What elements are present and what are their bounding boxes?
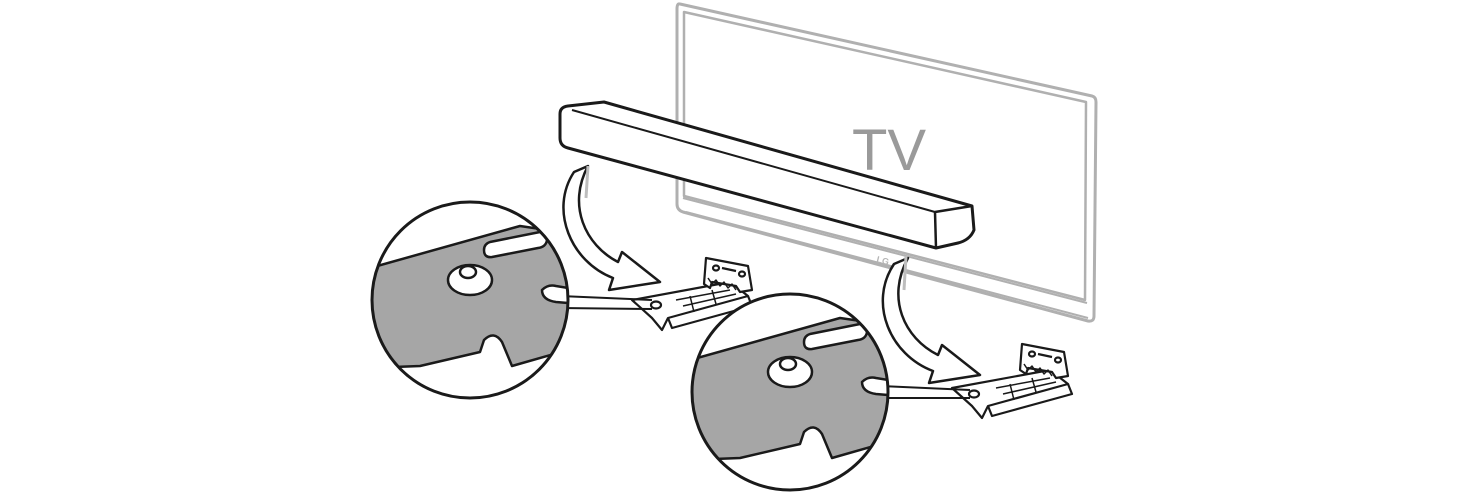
left-leader-line: [559, 295, 653, 310]
left-detail-magnifier: [370, 200, 570, 400]
sound-bar-end-face: [933, 204, 973, 249]
tv-bottom-bezel: [682, 197, 1088, 304]
sound-bar: [558, 100, 976, 250]
tv: [675, 2, 1098, 323]
right-bracket-hole: [967, 389, 981, 399]
sound-bar-top-edge: [571, 109, 936, 213]
tv-label: TV: [852, 118, 926, 183]
left-detail-screw-head: [458, 264, 478, 280]
left-detail-notch: [540, 284, 568, 306]
right-wall-bracket: [950, 342, 1074, 420]
right-detail-magnifier: [690, 292, 890, 492]
leader-lines: [559, 295, 971, 399]
tv-bottom-edge: [685, 211, 1089, 319]
tv-brand-logo: LG: [876, 254, 891, 267]
right-leader-line: [879, 385, 971, 399]
left-arrow-icon: [562, 164, 662, 292]
left-wall-bracket: [630, 256, 754, 332]
right-arrow-icon: [881, 255, 982, 385]
left-bracket-hole: [649, 300, 663, 310]
sound-bar-body: [558, 100, 976, 250]
right-detail-screw-head: [778, 356, 798, 372]
right-detail-notch: [860, 376, 888, 398]
